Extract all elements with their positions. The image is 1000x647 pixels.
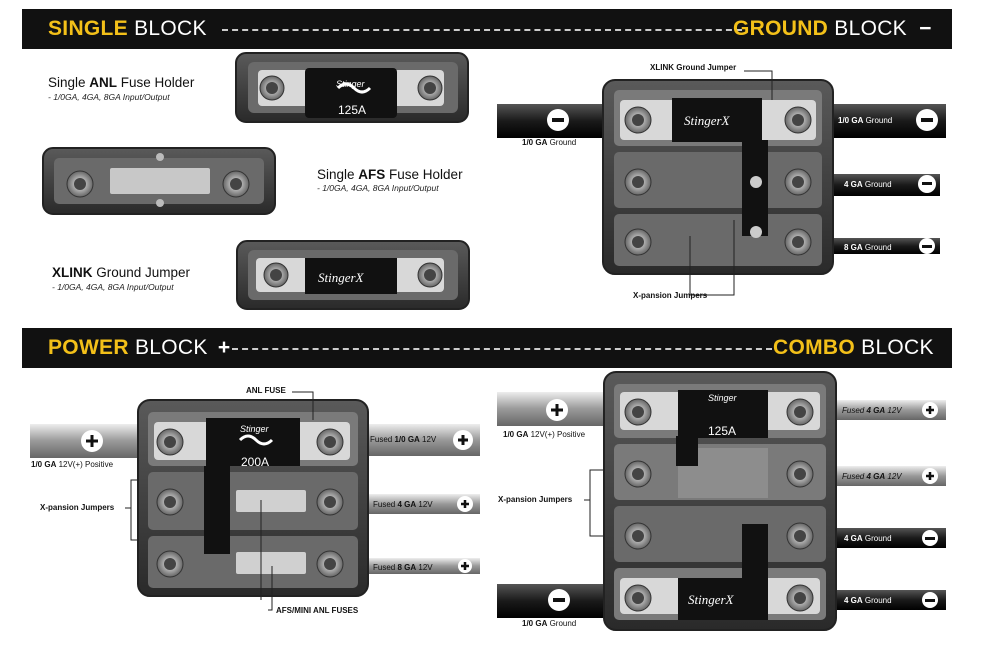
combo-fuse-rating: 125A — [708, 424, 737, 438]
ground-right-wire-2: 4 GA Ground — [844, 180, 892, 189]
single-xlink-logo: StingerX — [318, 270, 364, 285]
single-anl-holder — [235, 52, 469, 123]
single-anl-fuse-rating: 125A — [338, 103, 367, 117]
combo-xpansion-callout: X-pansion Jumpers — [498, 495, 573, 504]
power-block-title: POWER BLOCK + — [48, 336, 231, 359]
single-afs-holder — [42, 147, 276, 215]
combo-right-wire-3: 4 GA Ground — [844, 534, 892, 543]
minus-symbol: − — [919, 17, 932, 40]
single-anl-label: Single ANL Fuse Holder — [48, 75, 195, 90]
single-anl-sub: - 1/0GA, 4GA, 8GA Input/Output — [48, 92, 170, 102]
power-fuse-rating: 200A — [241, 455, 270, 469]
power-block-assembly — [30, 391, 480, 611]
header-bar-top: SINGLE BLOCK GROUND BLOCK − — [22, 9, 952, 49]
ground-logo: StingerX — [684, 113, 730, 128]
single-anl-logo: Stinger — [336, 79, 365, 89]
power-afs-callout: AFS/MINI ANL FUSES — [276, 606, 359, 615]
power-xpansion-callout: X-pansion Jumpers — [40, 503, 115, 512]
power-right-wire-2: Fused 4 GA 12V — [373, 500, 433, 509]
xlink-ground-jumper-sub: - 1/0GA, 4GA, 8GA Input/Output — [52, 282, 174, 292]
combo-right-wire-1: Fused 4 GA 12V — [842, 406, 902, 415]
combo-logo: Stinger — [708, 393, 737, 403]
power-right-wire-3: Fused 8 GA 12V — [373, 563, 433, 572]
power-anl-fuse-callout: ANL FUSE — [246, 386, 286, 395]
ground-xpansion-callout: X-pansion Jumpers — [633, 291, 708, 300]
combo-bottom-logo: StingerX — [688, 592, 734, 607]
header-divider — [222, 29, 742, 31]
single-afs-label: Single AFS Fuse Holder — [317, 167, 463, 182]
ground-xlink-callout: XLINK Ground Jumper — [650, 63, 737, 72]
ground-right-wire-3: 8 GA Ground — [844, 243, 892, 252]
combo-left-top-label: 1/0 GA 12V(+) Positive — [503, 430, 586, 439]
header-bar-bottom: POWER BLOCK + COMBO BLOCK — [22, 328, 952, 368]
power-left-wire-label: 1/0 GA 12V(+) Positive — [31, 460, 114, 469]
plus-symbol: + — [217, 336, 231, 359]
ground-left-wire-label: 1/0 GA Ground — [522, 138, 577, 147]
power-right-wire-1: Fused 1/0 GA 12V — [370, 435, 437, 444]
single-afs-sub: - 1/0GA, 4GA, 8GA Input/Output — [317, 183, 439, 193]
power-logo: Stinger — [240, 424, 269, 434]
header-divider — [232, 348, 772, 350]
single-block-title: SINGLE BLOCK — [48, 17, 207, 40]
ground-right-wire-1: 1/0 GA Ground — [838, 116, 893, 125]
combo-right-wire-2: Fused 4 GA 12V — [842, 472, 902, 481]
combo-block-assembly — [497, 371, 946, 631]
ground-block-assembly — [497, 70, 946, 296]
ground-block-title: GROUND BLOCK − — [733, 17, 932, 40]
combo-right-wire-4: 4 GA Ground — [844, 596, 892, 605]
combo-left-bottom-label: 1/0 GA Ground — [522, 619, 577, 628]
single-xlink-holder — [236, 240, 470, 310]
xlink-ground-jumper-label: XLINK Ground Jumper — [52, 265, 191, 280]
combo-block-title: COMBO BLOCK — [773, 336, 934, 359]
